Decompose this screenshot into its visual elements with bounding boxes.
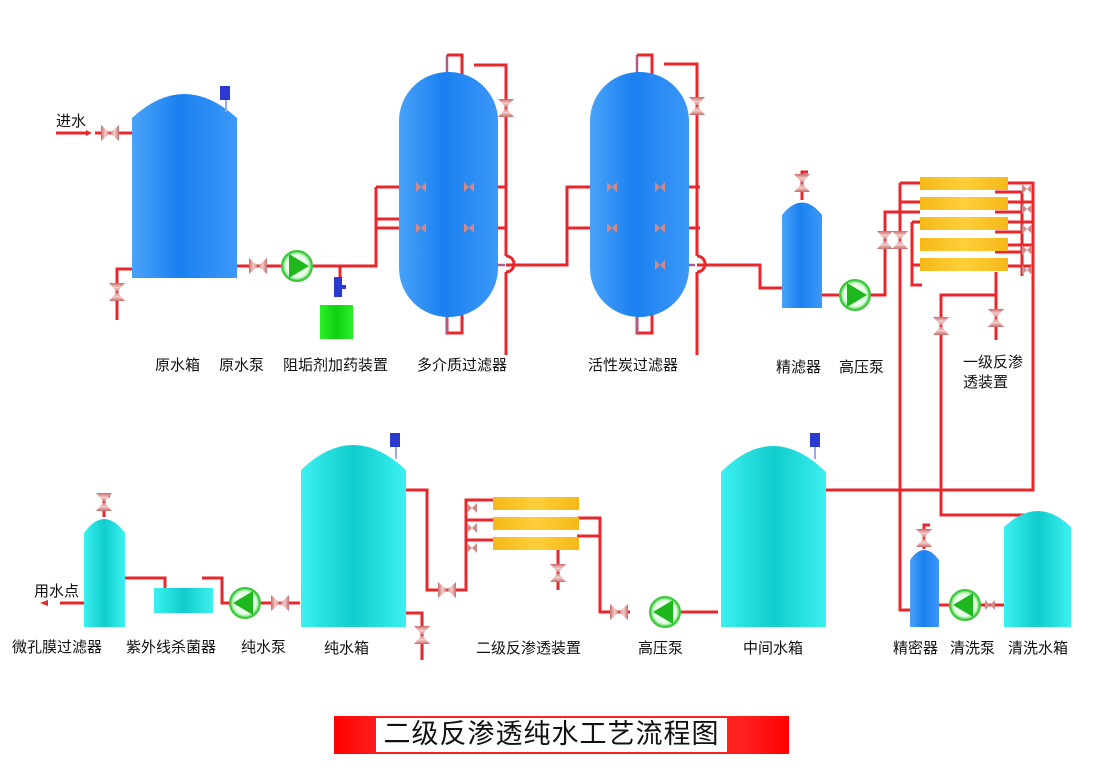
label-ro1-line1: 一级反渗 <box>963 353 1023 371</box>
raw-water-pump-icon[interactable] <box>281 250 313 282</box>
micro-membrane-filter[interactable] <box>84 519 125 627</box>
raw-water-tank[interactable] <box>132 86 237 278</box>
label-clean-filter: 精密器 <box>893 639 938 657</box>
label-inlet: 进水 <box>56 112 86 130</box>
label-precision-filter: 精滤器 <box>776 358 821 376</box>
diagram-title: 二级反渗透纯水工艺流程图 <box>376 718 727 752</box>
activated-carbon-filter[interactable] <box>590 72 689 317</box>
cleaning-precision-filter[interactable] <box>910 550 939 627</box>
high-pressure-pump-1-icon[interactable] <box>839 279 871 311</box>
label-ro1-line2: 透装置 <box>963 373 1008 391</box>
uv-sterilizer[interactable] <box>154 588 213 613</box>
label-mid-tank: 中间水箱 <box>743 639 803 657</box>
precision-filter[interactable] <box>782 202 822 309</box>
multimedia-filter[interactable] <box>399 72 498 317</box>
label-multimedia-filter: 多介质过滤器 <box>417 356 507 374</box>
outlet-arrow-icon <box>40 600 48 606</box>
label-clean-pump: 清洗泵 <box>950 639 995 657</box>
high-pressure-pump-2-icon[interactable] <box>649 596 681 628</box>
label-uv: 紫外线杀菌器 <box>126 638 216 656</box>
bottom-row-pipes <box>60 488 1005 660</box>
label-raw-tank: 原水箱 <box>155 356 200 374</box>
label-pure-tank: 纯水箱 <box>324 639 369 657</box>
label-carbon-filter: 活性炭过滤器 <box>588 356 678 374</box>
antiscalant-dosing-unit[interactable] <box>320 277 353 339</box>
ro2-membranes[interactable] <box>493 497 579 550</box>
label-outlet: 用水点 <box>34 582 79 600</box>
pure-water-tank[interactable] <box>301 433 406 627</box>
label-pure-pump: 纯水泵 <box>241 638 286 656</box>
pure-water-pump-icon[interactable] <box>229 587 261 619</box>
cleaning-pump-icon[interactable] <box>949 589 981 621</box>
ro1-membranes[interactable] <box>920 177 1008 271</box>
label-hp-pump-1: 高压泵 <box>839 358 884 376</box>
cleaning-water-tank[interactable] <box>1004 511 1071 627</box>
label-clean-tank: 清洗水箱 <box>1008 639 1068 657</box>
inlet-arrow-icon <box>86 130 92 136</box>
label-hp-pump-2: 高压泵 <box>638 639 683 657</box>
label-antiscalant: 阻垢剂加药装置 <box>283 356 388 374</box>
label-raw-pump: 原水泵 <box>219 356 264 374</box>
intermediate-water-tank[interactable] <box>721 433 826 627</box>
label-micro-filter: 微孔膜过滤器 <box>12 638 102 656</box>
label-ro2: 二级反渗透装置 <box>476 639 581 657</box>
